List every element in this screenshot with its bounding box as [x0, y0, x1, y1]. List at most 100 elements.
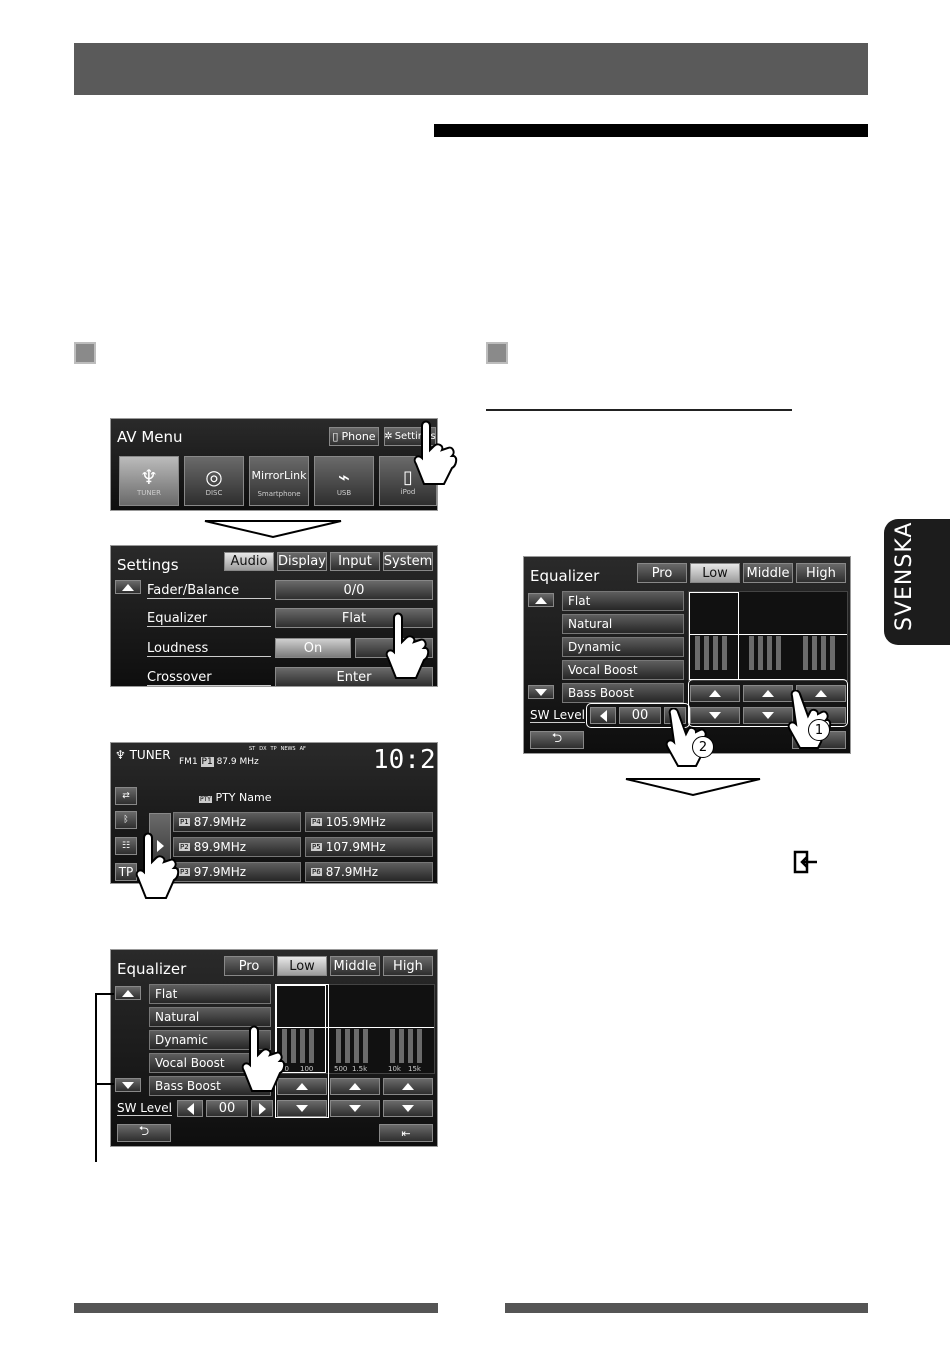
preset-natural[interactable]: Natural — [562, 614, 684, 634]
preset-tag: P1 — [179, 818, 190, 826]
preset-frequency: 87.9MHz — [325, 865, 379, 879]
band2-down-button[interactable] — [330, 1100, 380, 1117]
arrow-up-icon — [296, 1083, 308, 1090]
tab-pro[interactable]: Pro — [224, 956, 274, 976]
equalizer-title: Equalizer — [530, 567, 600, 585]
scroll-up-button[interactable] — [115, 580, 141, 594]
preset-dynamic[interactable]: Dynamic — [562, 637, 684, 657]
eq-bar — [749, 636, 754, 670]
preset-bass-boost[interactable]: Bass Boost — [149, 1076, 271, 1096]
eq-bar — [300, 1029, 305, 1063]
sw-level-value: 00 — [619, 707, 661, 724]
scroll-up-button[interactable] — [528, 593, 554, 607]
preset-flat[interactable]: Flat — [562, 591, 684, 611]
scroll-up-button[interactable] — [115, 986, 141, 1000]
eq-center-line — [689, 634, 847, 635]
back-arrow-icon: ⮌ — [138, 1124, 150, 1139]
scroll-down-button[interactable] — [528, 685, 554, 699]
bluetooth-button[interactable]: ᛒ — [115, 811, 137, 829]
preset-vocal-boost[interactable]: Vocal Boost — [149, 1053, 271, 1073]
back-button[interactable]: ⮌ — [530, 731, 584, 749]
preset-bass-boost[interactable]: Bass Boost — [562, 683, 684, 703]
av-menu-screen: AV Menu ▯Phone ✲Settings ♆ TUNER ◎ DISC … — [110, 418, 438, 511]
band2-up-button[interactable] — [330, 1078, 380, 1095]
eq-bar — [758, 636, 763, 670]
sw-level-down-button[interactable] — [177, 1100, 203, 1117]
tab-system[interactable]: System — [383, 552, 433, 571]
sw-level-up-button[interactable] — [251, 1100, 273, 1117]
source-disc[interactable]: ◎ DISC — [184, 456, 244, 506]
list-button[interactable]: ☷ — [115, 837, 137, 855]
loudness-on-button[interactable]: On — [275, 638, 351, 658]
band2-up-button[interactable] — [743, 685, 793, 702]
flow-arrow-down-icon — [625, 778, 761, 797]
eq-bar — [363, 1029, 368, 1063]
preset-tag: P4 — [311, 818, 322, 826]
tab-display[interactable]: Display — [277, 552, 327, 571]
phone-button[interactable]: ▯Phone — [329, 427, 379, 446]
list-icon: ☷ — [121, 841, 131, 851]
arrow-right-icon — [156, 840, 164, 852]
arrow-down-icon — [535, 688, 547, 696]
scroll-down-button[interactable] — [115, 1078, 141, 1092]
row-fader-balance-label: Fader/Balance — [147, 583, 271, 599]
band3-up-button[interactable] — [383, 1078, 433, 1095]
eq-bar — [354, 1029, 359, 1063]
arrow-up-icon — [535, 596, 547, 604]
heading-underline — [486, 409, 792, 411]
tab-high[interactable]: High — [796, 563, 846, 583]
band1-up-button[interactable] — [690, 685, 740, 702]
row-equalizer-label: Equalizer — [147, 611, 271, 627]
tab-low[interactable]: Low — [690, 563, 740, 583]
preset-flat[interactable]: Flat — [149, 984, 271, 1004]
phone-label: Phone — [341, 430, 376, 443]
equalizer-screen-right: Equalizer Pro Low Middle High Flat Natur… — [523, 556, 851, 754]
band1-down-button[interactable] — [690, 707, 740, 724]
indicator-dx: DX — [259, 746, 267, 752]
tab-middle[interactable]: Middle — [743, 563, 793, 583]
sw-level-down-button[interactable] — [590, 707, 616, 724]
tab-middle[interactable]: Middle — [330, 956, 380, 976]
header-band — [74, 43, 868, 95]
gear-icon: ✲ — [384, 431, 393, 442]
tab-audio[interactable]: Audio — [224, 552, 274, 571]
arrow-left-icon — [599, 709, 607, 722]
eq-bar — [390, 1029, 395, 1063]
freq-label: 1.5k — [352, 1065, 368, 1073]
freq-label: 15k — [408, 1065, 421, 1073]
tab-high[interactable]: High — [383, 956, 433, 976]
equalizer-screen-left: Equalizer Pro Low Middle High Flat Natur… — [110, 949, 438, 1147]
arrow-up-icon — [122, 989, 134, 997]
tab-low[interactable]: Low — [277, 956, 327, 976]
fader-balance-button[interactable]: 0/0 — [275, 580, 433, 600]
preset-dynamic[interactable]: Dynamic — [149, 1030, 271, 1050]
source-tuner[interactable]: ♆ TUNER — [119, 456, 179, 506]
back-button[interactable]: ⮌ — [117, 1124, 171, 1142]
preset-vocal-boost[interactable]: Vocal Boost — [562, 660, 684, 680]
source-smartphone[interactable]: MirrorLink Smartphone — [249, 456, 309, 506]
exit-button[interactable]: ⇤ — [379, 1124, 433, 1142]
tab-input[interactable]: Input — [330, 552, 380, 571]
tab-pro[interactable]: Pro — [637, 563, 687, 583]
source-switch-button[interactable]: ⇄ — [115, 787, 137, 805]
callout-2: 2 — [692, 736, 714, 758]
mirrorlink-logo: MirrorLink — [251, 468, 307, 482]
current-frequency: 87.9 MHz — [216, 757, 259, 767]
band2-down-button[interactable] — [743, 707, 793, 724]
eq-bar — [345, 1029, 350, 1063]
band3-down-button[interactable] — [383, 1100, 433, 1117]
eq-bar — [776, 636, 781, 670]
callout-bracket — [95, 993, 114, 1162]
band1-down-button[interactable] — [277, 1100, 327, 1117]
preset-frequency: 97.9MHz — [193, 865, 247, 879]
arrow-icon: ⇄ — [122, 791, 130, 801]
preset-natural[interactable]: Natural — [149, 1007, 271, 1027]
source-usb[interactable]: ⌁ USB — [314, 456, 374, 506]
band1-up-button[interactable] — [277, 1078, 327, 1095]
